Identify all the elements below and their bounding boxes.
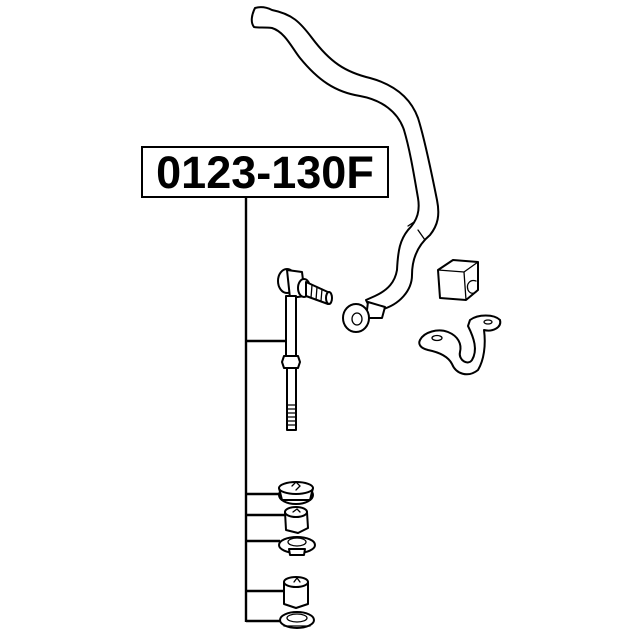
bushing-bracket [418,314,502,376]
retainer-cushion-1 [278,481,314,505]
cushion-4 [283,576,309,609]
part-number-label: 0123-130F [141,146,389,198]
cushion-2 [284,506,309,534]
stabilizer-bushing [437,259,479,301]
stabilizer-link [277,268,333,431]
leader-lines [244,198,287,623]
stabilizer-bar-end-eye [342,301,386,333]
retainer-3 [278,536,316,556]
retainer-5 [279,611,315,629]
stabilizer-bar [250,6,440,313]
